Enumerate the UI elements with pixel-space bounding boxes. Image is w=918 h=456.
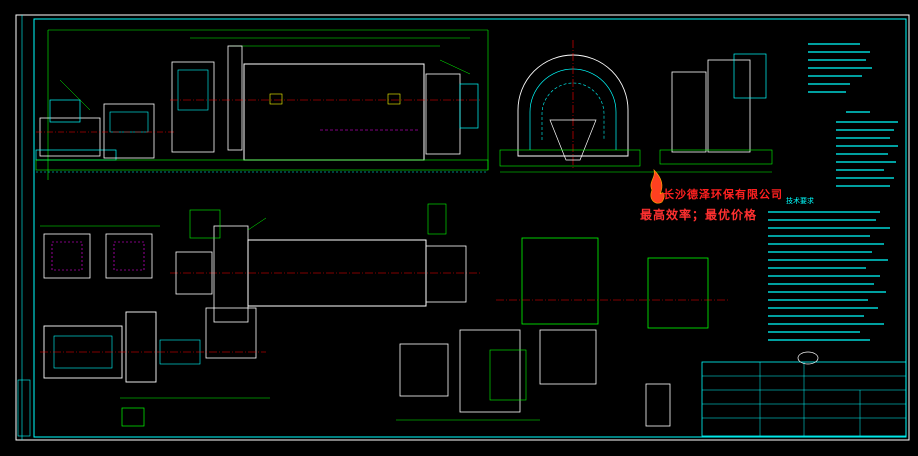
discharge-hopper bbox=[549, 119, 597, 161]
plan-gear-guard bbox=[175, 251, 213, 295]
company-name: 长沙德泽环保有限公司 bbox=[663, 188, 783, 201]
leader-line bbox=[439, 59, 471, 75]
manhole bbox=[269, 93, 283, 105]
technical-requirements-lines bbox=[768, 211, 890, 341]
motor-fan-cover bbox=[49, 99, 81, 123]
mill-side-view[interactable] bbox=[499, 40, 773, 173]
plan-pinion bbox=[205, 307, 257, 359]
technical-requirements-title: 技术要求 bbox=[786, 197, 814, 205]
technical-parameters-block bbox=[808, 43, 872, 93]
inner-border bbox=[33, 18, 907, 438]
foundation bbox=[35, 159, 489, 171]
mill-cylinder[interactable] bbox=[243, 63, 425, 161]
company-slogan: 最高效率；最优价格 bbox=[640, 208, 758, 222]
discharge-bearing-housing[interactable] bbox=[425, 73, 461, 155]
motor-body[interactable] bbox=[39, 117, 101, 157]
outer-border bbox=[15, 14, 910, 441]
side-base bbox=[499, 149, 641, 167]
feed-bearing-housing[interactable] bbox=[171, 61, 215, 153]
foundation-detail-small bbox=[645, 383, 671, 427]
plan-anchor-detail bbox=[121, 407, 145, 427]
detail-view-a[interactable] bbox=[43, 233, 91, 279]
detail-view-b-inner bbox=[113, 241, 145, 271]
plan-view[interactable] bbox=[40, 203, 480, 427]
side-motor[interactable] bbox=[671, 71, 707, 153]
foundation-block-mid[interactable] bbox=[539, 329, 597, 385]
side-drive-base bbox=[659, 149, 773, 165]
foundation-block-lower[interactable] bbox=[399, 343, 449, 397]
plan-feed-bearing[interactable] bbox=[213, 225, 249, 323]
detail-view-b[interactable] bbox=[105, 233, 153, 279]
detail-view-a-inner bbox=[51, 241, 83, 271]
foundation-block-lower-2[interactable] bbox=[459, 329, 521, 413]
discharge-trommel bbox=[459, 83, 479, 129]
plan-discharge-bearing[interactable] bbox=[425, 245, 467, 303]
plan-discharge-detail bbox=[427, 203, 447, 235]
detail-views-left[interactable] bbox=[40, 225, 160, 279]
feed-bearing-cap bbox=[177, 69, 209, 111]
side-motor-fan bbox=[733, 53, 767, 99]
feed-chute[interactable] bbox=[227, 45, 243, 151]
title-block[interactable] bbox=[701, 351, 907, 437]
foundation-block-left[interactable] bbox=[521, 237, 599, 325]
foundation-block-right[interactable] bbox=[647, 257, 709, 329]
side-reducer[interactable] bbox=[707, 59, 751, 153]
girth-gear-outline[interactable] bbox=[517, 54, 629, 157]
company-logo-icon bbox=[650, 169, 665, 204]
plan-reducer[interactable] bbox=[125, 311, 157, 383]
plan-feed-detail bbox=[189, 209, 221, 239]
manhole bbox=[387, 93, 401, 105]
ball-mill-elevation-view[interactable] bbox=[35, 29, 489, 180]
gear-guard bbox=[541, 82, 605, 140]
foundation-anchor-pocket bbox=[489, 349, 527, 401]
plan-leader bbox=[247, 217, 267, 231]
binding-strip bbox=[17, 379, 31, 437]
technical-notes-lines bbox=[836, 111, 898, 187]
reducer-housing[interactable] bbox=[103, 103, 155, 159]
foundation-plan[interactable] bbox=[396, 237, 730, 427]
reducer-detail bbox=[109, 111, 149, 133]
leader-line bbox=[59, 79, 91, 111]
north-arrow-symbol bbox=[797, 351, 819, 365]
